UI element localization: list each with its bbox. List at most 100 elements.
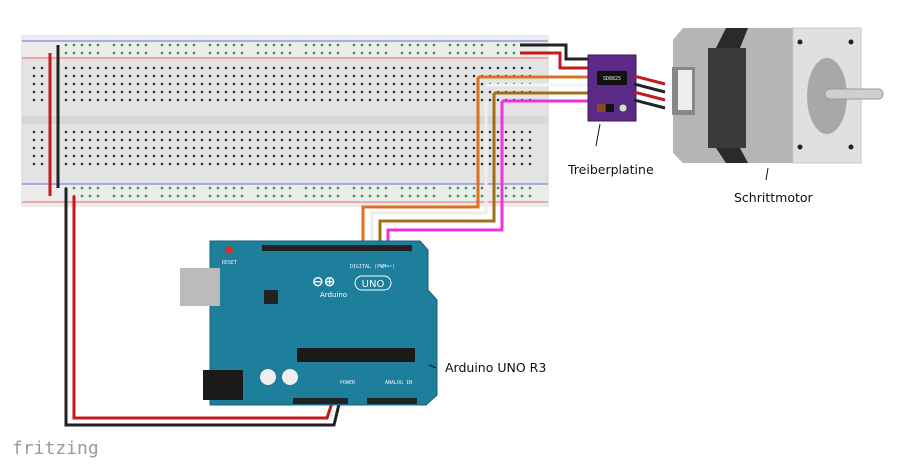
breadboard-hole [392,82,396,86]
breadboard-hole [336,98,340,102]
breadboard-hole [472,186,476,190]
breadboard [21,35,549,207]
breadboard-hole [144,66,148,70]
breadboard-hole [328,194,332,198]
breadboard-hole [480,194,484,198]
breadboard-hole [368,146,372,150]
breadboard-hole [240,162,244,166]
breadboard-hole [392,162,396,166]
arduino-uno[interactable]: ⊖⊕ Arduino UNO RESET DIGITAL (PWM=~) POW… [180,240,438,406]
breadboard-hole [176,90,180,94]
breadboard-hole [128,98,132,102]
breadboard-hole [416,130,420,134]
breadboard-hole [352,66,356,70]
breadboard-hole [264,98,268,102]
breadboard-hole [168,51,172,55]
breadboard-hole [144,194,148,198]
stepper-motor[interactable] [672,27,884,164]
breadboard-hole [432,162,436,166]
breadboard-hole [416,43,420,47]
breadboard-hole [160,138,164,142]
breadboard-hole [416,74,420,78]
breadboard-hole [152,90,156,94]
breadboard-hole [216,90,220,94]
breadboard-hole [328,154,332,158]
breadboard-hole [336,186,340,190]
breadboard-hole [320,43,324,47]
breadboard-hole [136,51,140,55]
breadboard-hole [440,66,444,70]
breadboard-hole [120,51,124,55]
breadboard-hole [40,74,44,78]
breadboard-hole [88,82,92,86]
breadboard-hole [288,130,292,134]
breadboard-hole [72,66,76,70]
breadboard-hole [64,43,68,47]
breadboard-hole [336,43,340,47]
breadboard-hole [136,194,140,198]
breadboard-hole [64,130,68,134]
breadboard-hole [200,130,204,134]
breadboard-hole [360,154,364,158]
breadboard-hole [304,51,308,55]
breadboard-hole [336,162,340,166]
breadboard-hole [88,51,92,55]
breadboard-hole [360,51,364,55]
svg-text:⊖⊕: ⊖⊕ [312,274,335,290]
breadboard-hole [176,82,180,86]
breadboard-hole [416,194,420,198]
breadboard-hole [120,154,124,158]
breadboard-hole [128,130,132,134]
breadboard-hole [224,194,228,198]
breadboard-hole [208,66,212,70]
breadboard-hole [184,98,188,102]
breadboard-hole [128,74,132,78]
breadboard-hole [384,82,388,86]
breadboard-hole [64,154,68,158]
breadboard-hole [248,146,252,150]
breadboard-hole [72,146,76,150]
breadboard-hole [456,90,460,94]
breadboard-hole [112,194,116,198]
breadboard-hole [512,162,516,166]
breadboard-hole [504,194,508,198]
breadboard-hole [184,66,188,70]
breadboard-hole [168,146,172,150]
breadboard-hole [472,130,476,134]
breadboard-hole [104,74,108,78]
breadboard-hole [136,90,140,94]
breadboard-hole [320,186,324,190]
breadboard-hole [216,162,220,166]
breadboard-hole [144,138,148,142]
breadboard-hole [216,66,220,70]
breadboard-hole [216,146,220,150]
breadboard-hole [440,98,444,102]
breadboard-hole [384,43,388,47]
breadboard-hole [312,146,316,150]
breadboard-hole [472,162,476,166]
breadboard-hole [280,146,284,150]
breadboard-hole [408,43,412,47]
breadboard-hole [296,154,300,158]
breadboard-hole [288,154,292,158]
breadboard-hole [352,130,356,134]
breadboard-hole [272,51,276,55]
breadboard-hole [64,90,68,94]
breadboard-hole [144,82,148,86]
driver-board[interactable]: SD8825 [587,54,637,122]
wire-black-gnd [64,188,342,427]
breadboard-hole [160,90,164,94]
breadboard-hole [384,162,388,166]
breadboard-hole [160,162,164,166]
breadboard-hole [232,138,236,142]
breadboard-hole [144,43,148,47]
svg-text:RESET: RESET [222,260,237,266]
breadboard-hole [192,138,196,142]
breadboard-hole [440,154,444,158]
breadboard-hole [104,138,108,142]
breadboard-hole [528,194,532,198]
breadboard-hole [280,74,284,78]
breadboard-hole [496,194,500,198]
breadboard-hole [136,154,140,158]
breadboard-hole [32,82,36,86]
